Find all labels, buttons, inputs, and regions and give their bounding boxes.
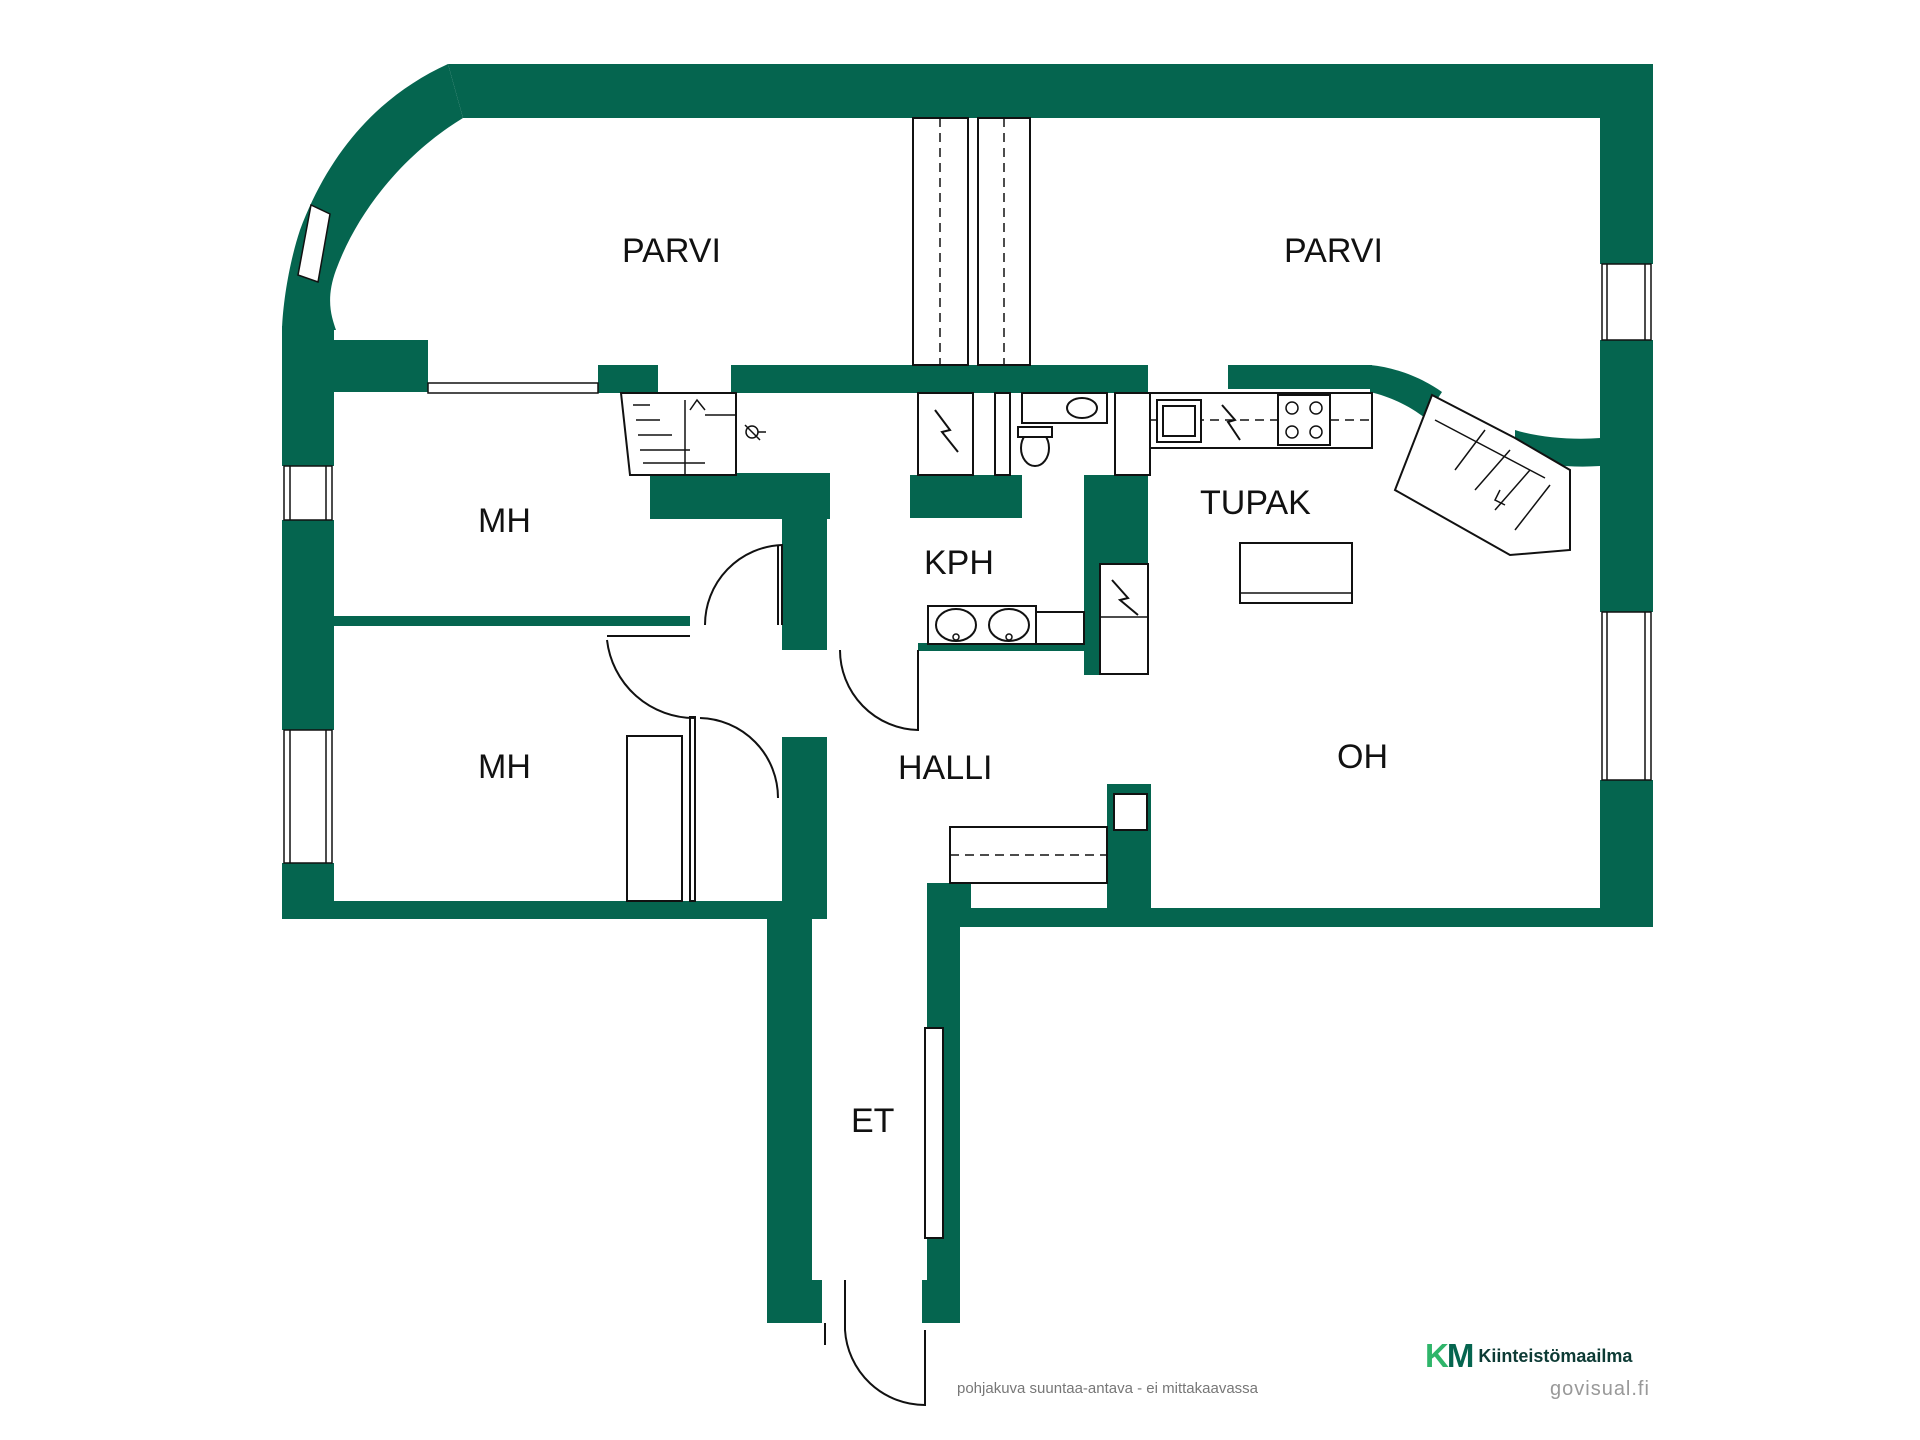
window-left-lower [283,729,333,864]
wall-loft-right [1228,365,1372,389]
hall-cabinet [1113,793,1148,831]
mh-closet-door [689,716,696,902]
sauna-heater [917,392,974,476]
wall-loft-stub-1 [598,365,658,393]
disclaimer-text: pohjakuva suuntaa-antava - ei mittakaava… [957,1380,1259,1397]
wall-wc-lower [910,475,1022,518]
stove-icon [1277,394,1331,446]
laundry-panel [1099,563,1149,675]
room-label-parvi-left: PARVI [622,232,721,270]
window-curved [297,203,331,283]
toilet-cabinet [994,392,1011,476]
bathroom-fixtures [917,392,1149,675]
wall-halli-left [782,737,827,919]
stairs-icon [619,392,1571,557]
door-entry[interactable] [844,1283,926,1407]
wall-oh-post-top [1107,784,1151,792]
windows [283,203,1652,864]
wall-et-left [767,901,812,1323]
window-left-upper [283,465,333,521]
fridge [1114,392,1151,476]
electrical-panel-icon [934,409,959,453]
wall-loft-mid [731,365,1148,393]
brand-logo: KM Kiinteistömaailma [1425,1337,1632,1375]
wall-curved-top-left [282,64,463,330]
wall-right-lower [1600,780,1653,927]
sink-icon [1066,397,1098,419]
et-wardrobe [924,1027,944,1239]
roof-windows [912,117,1031,366]
wall-left-upper [282,326,334,466]
kitchen-island [1239,542,1353,604]
room-label-halli: HALLI [898,749,993,787]
wall-et-bottom-right [922,1280,960,1323]
wall-right-middle [1600,340,1653,612]
wall-loft-left [334,340,428,392]
stairs-right [1393,393,1571,557]
window-right-upper [1601,263,1652,341]
wall-right-upper [1600,64,1653,264]
wall-curved-stair-right [1370,365,1442,418]
doors [606,543,926,1407]
wall-bottom-left [282,901,826,919]
credit-text: govisual.fi [1550,1378,1650,1400]
wall-kph-left-ext [782,620,827,650]
window-loft-opening [427,382,599,394]
kitchen-fixtures [1114,392,1373,604]
wc-sink-counter [1021,392,1108,424]
room-label-oh: OH [1337,738,1388,776]
room-label-kph: KPH [924,544,994,582]
km-logo-icon: KM [1425,1337,1474,1374]
walls [282,64,1653,1323]
room-label-mh-upper: MH [478,502,531,540]
wall-kph-bottom [918,643,1098,651]
window-right-lower [1601,611,1652,781]
shower-icon [744,424,766,441]
mh-wardrobe [626,735,683,902]
wall-top [448,64,1653,118]
room-label-tupak: TUPAK [1200,484,1311,522]
electrical-panel-icon-2 [1111,579,1139,616]
room-label-parvi-right: PARVI [1284,232,1383,270]
hall-fixtures [626,716,1148,1239]
wall-mh-divider [334,616,690,626]
wall-bottom-right [960,908,1653,927]
door-kph[interactable] [839,649,919,732]
electrical-panel-icon-3 [1221,404,1241,441]
door-mh-lower-2[interactable] [699,717,779,799]
room-label-mh-lower: MH [478,748,531,786]
stairs-left [619,392,737,476]
room-labels: PARVI PARVI MH MH KPH TUPAK HALLI OH ET [478,232,1388,1140]
door-mh-lower[interactable] [606,639,696,720]
wall-left-middle [282,520,334,730]
room-label-et: ET [851,1102,894,1140]
wall-et-bottom-left [767,1280,822,1323]
door-mh-upper[interactable] [704,543,783,626]
brand-name: Kiinteistömaailma [1478,1345,1633,1366]
